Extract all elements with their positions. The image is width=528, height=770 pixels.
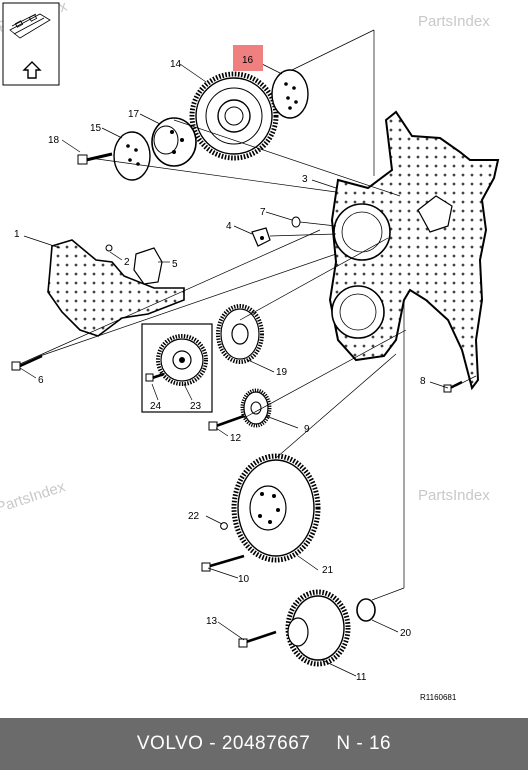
callout-24: 24 [150, 401, 162, 412]
bolt-2 [105, 244, 113, 252]
callout-13: 13 [206, 616, 218, 627]
callout-8: 8 [420, 376, 426, 387]
callout-labels: 14 16 17 15 18 3 7 4 1 2 5 6 19 24 23 8 … [14, 55, 426, 683]
callout-22: 22 [188, 511, 200, 522]
callout-6: 6 [38, 375, 44, 386]
plate-15 [113, 131, 151, 181]
gear-11 [285, 589, 351, 667]
cover-5 [133, 247, 163, 285]
leader-lines [19, 61, 449, 677]
callout-11: 11 [356, 672, 367, 683]
engine-block-icon [9, 13, 51, 39]
watermark-mid-left: PartsIndex [0, 478, 68, 516]
callout-16: 16 [242, 55, 254, 66]
callout-4: 4 [226, 221, 232, 232]
callout-12: 12 [230, 433, 242, 444]
footer-bar: VOLVO - 20487667 N - 16 [0, 718, 528, 770]
crankshaft-gear-21 [231, 453, 321, 563]
callout-1: 1 [14, 229, 20, 240]
callout-9: 9 [304, 424, 310, 435]
callout-10: 10 [238, 574, 250, 585]
callout-14: 14 [170, 59, 182, 70]
idler-gear-19 [216, 304, 264, 364]
up-arrow-icon [22, 61, 42, 79]
callout-21: 21 [322, 565, 334, 576]
hub-17 [151, 117, 197, 167]
reference-code: R1160681 [420, 693, 457, 702]
callout-19: 19 [276, 367, 288, 378]
callout-17: 17 [128, 109, 140, 120]
gear-9 [240, 388, 272, 428]
callout-5: 5 [172, 259, 178, 270]
footer-part-number: VOLVO - 20487667 [136, 733, 311, 754]
plate-16 [271, 69, 309, 119]
footer-section: N - 16 [336, 733, 392, 754]
orientation-inset [2, 2, 60, 86]
callout-23: 23 [190, 401, 202, 412]
watermark-top-right: PartsIndex [418, 13, 490, 30]
callout-15: 15 [90, 123, 102, 134]
camshaft-gear-14 [189, 71, 279, 161]
sensor-4 [251, 227, 271, 247]
callout-3: 3 [302, 174, 308, 185]
inset-box [141, 323, 213, 413]
callout-7: 7 [260, 207, 266, 218]
bolt-6 [11, 354, 43, 371]
callout-18: 18 [48, 135, 60, 146]
bracket-1 [47, 239, 185, 337]
exploded-parts-diagram: PartsIndex PartsIndex PartsIndex PartsIn… [0, 0, 500, 702]
highlight-box [233, 45, 263, 71]
bolt-18 [77, 152, 113, 165]
callout-2: 2 [124, 257, 130, 268]
bolt-22 [220, 522, 228, 530]
callout-20: 20 [400, 628, 412, 639]
assembly-lines [19, 29, 477, 601]
watermark-mid-right: PartsIndex [418, 487, 490, 504]
o-ring-20 [356, 598, 376, 622]
timing-cover [328, 110, 500, 391]
bolt-12 [208, 414, 245, 431]
seal-7 [291, 216, 301, 228]
bolt-8 [443, 380, 463, 393]
bolt-13 [238, 630, 277, 648]
bolt-10 [201, 554, 245, 572]
